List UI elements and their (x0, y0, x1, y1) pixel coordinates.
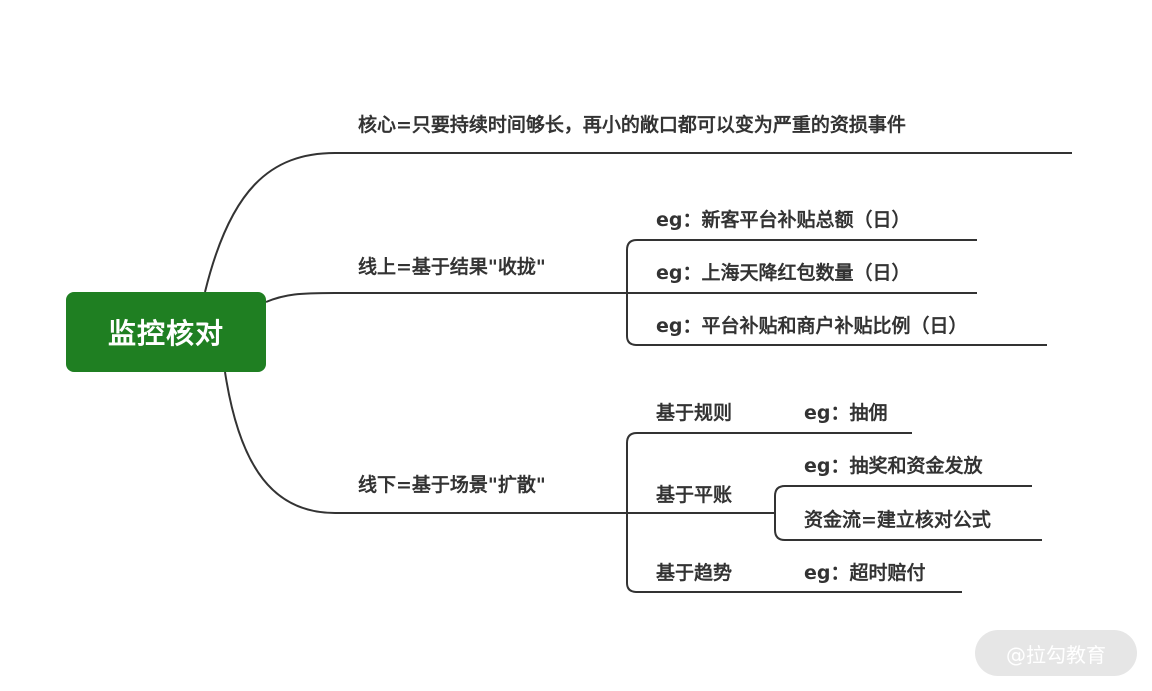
balance-example-1[interactable]: eg：抽奖和资金发放 (804, 455, 983, 477)
trend-example[interactable]: eg：超时赔付 (804, 562, 926, 584)
online-example-2[interactable]: eg：上海天降红包数量（日） (656, 262, 911, 284)
root-node[interactable]: 监控核对 (66, 292, 266, 372)
trend-label[interactable]: 基于趋势 (656, 562, 733, 584)
link-core (204, 152, 1072, 293)
offline-label[interactable]: 线下=基于场景"扩散" (358, 474, 546, 496)
rule-label[interactable]: 基于规则 (656, 402, 733, 424)
bracket-balance (774, 485, 786, 541)
online-example-1[interactable]: eg：新客平台补贴总额（日） (656, 209, 911, 231)
online-example-3[interactable]: eg：平台补贴和商户补贴比例（日） (656, 315, 968, 337)
online-label[interactable]: 线上=基于结果"收拢" (358, 256, 546, 278)
rule-example[interactable]: eg：抽佣 (804, 402, 888, 424)
link-online (265, 292, 627, 303)
balance-example-2[interactable]: 资金流=建立核对公式 (804, 509, 991, 531)
balance-label[interactable]: 基于平账 (656, 484, 733, 506)
link-offline (224, 371, 627, 514)
core-label[interactable]: 核心=只要持续时间够长，再小的敞口都可以变为严重的资损事件 (358, 114, 906, 136)
watermark-badge: @拉勾教育 (975, 630, 1137, 676)
